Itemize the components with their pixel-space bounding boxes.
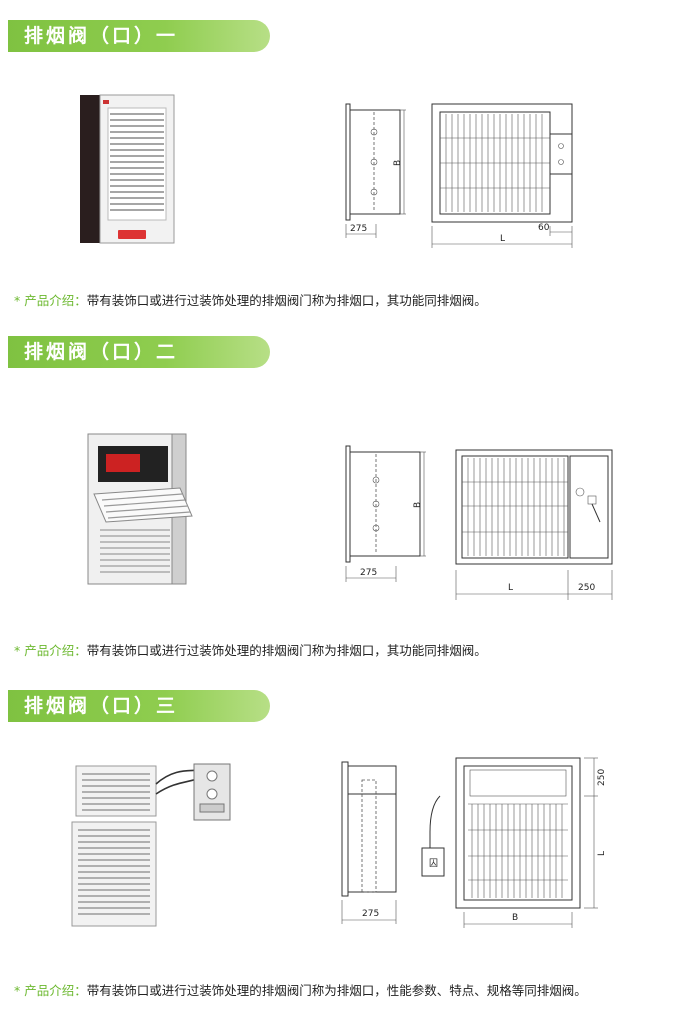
drawing-side-3: 275 xyxy=(341,761,397,924)
dim-height-2: B xyxy=(413,502,423,508)
dim-height-1: B xyxy=(393,160,403,166)
product-photo-1 xyxy=(80,94,175,244)
product-photo-3 xyxy=(71,763,231,927)
drawing-front-2: L 250 xyxy=(455,449,613,600)
description-lead-3: * 产品介绍： xyxy=(14,983,87,998)
product-description-3: * 产品介绍：带有装饰口或进行过装饰处理的排烟阀门称为排烟口，性能参数、特点、规… xyxy=(14,980,587,999)
description-text-3: 带有装饰口或进行过装饰处理的排烟阀门称为排烟口，性能参数、特点、规格等同排烟阀。 xyxy=(86,983,587,998)
dim-depth-3: 275 xyxy=(362,909,379,919)
dim-depth-2: 275 xyxy=(360,568,377,578)
section-2: 排烟阀（口）二 B 275 xyxy=(0,320,700,660)
description-lead-2: * 产品介绍： xyxy=(14,643,87,658)
drawing-front-1: L 60 xyxy=(431,103,573,248)
section-title-2: 排烟阀（口）二 xyxy=(8,336,270,368)
dim-depth-1: 275 xyxy=(350,224,367,234)
control-box-icon: 囚 xyxy=(429,858,438,869)
section-1: 排烟阀（口）一 B 275 xyxy=(0,0,700,320)
dim-length-3: L xyxy=(597,851,607,856)
drawing-side-1: B 275 xyxy=(345,103,406,238)
description-lead-1: * 产品介绍： xyxy=(14,293,87,308)
section-3: 排烟阀（口）三 275 xyxy=(0,670,700,1017)
drawing-front-3: 囚 250 L B xyxy=(421,757,607,928)
dim-top-3: 250 xyxy=(597,769,607,786)
product-description-1: * 产品介绍：带有装饰口或进行过装饰处理的排烟阀门称为排烟口，其功能同排烟阀。 xyxy=(14,290,487,309)
dim-actuator-2: 250 xyxy=(578,583,595,593)
dim-offset-1: 60 xyxy=(538,223,550,233)
product-description-2: * 产品介绍：带有装饰口或进行过装饰处理的排烟阀门称为排烟口，其功能同排烟阀。 xyxy=(14,640,487,659)
product-photo-2 xyxy=(87,433,193,585)
dim-width-2: L xyxy=(508,583,513,593)
dim-width-3: B xyxy=(512,913,518,923)
section-title-3: 排烟阀（口）三 xyxy=(8,690,270,722)
section-title-1: 排烟阀（口）一 xyxy=(8,20,270,52)
description-text-2: 带有装饰口或进行过装饰处理的排烟阀门称为排烟口，其功能同排烟阀。 xyxy=(86,643,487,658)
description-text-1: 带有装饰口或进行过装饰处理的排烟阀门称为排烟口，其功能同排烟阀。 xyxy=(86,293,487,308)
dim-width-1: L xyxy=(500,234,505,244)
drawing-side-2: B 275 xyxy=(345,445,426,582)
